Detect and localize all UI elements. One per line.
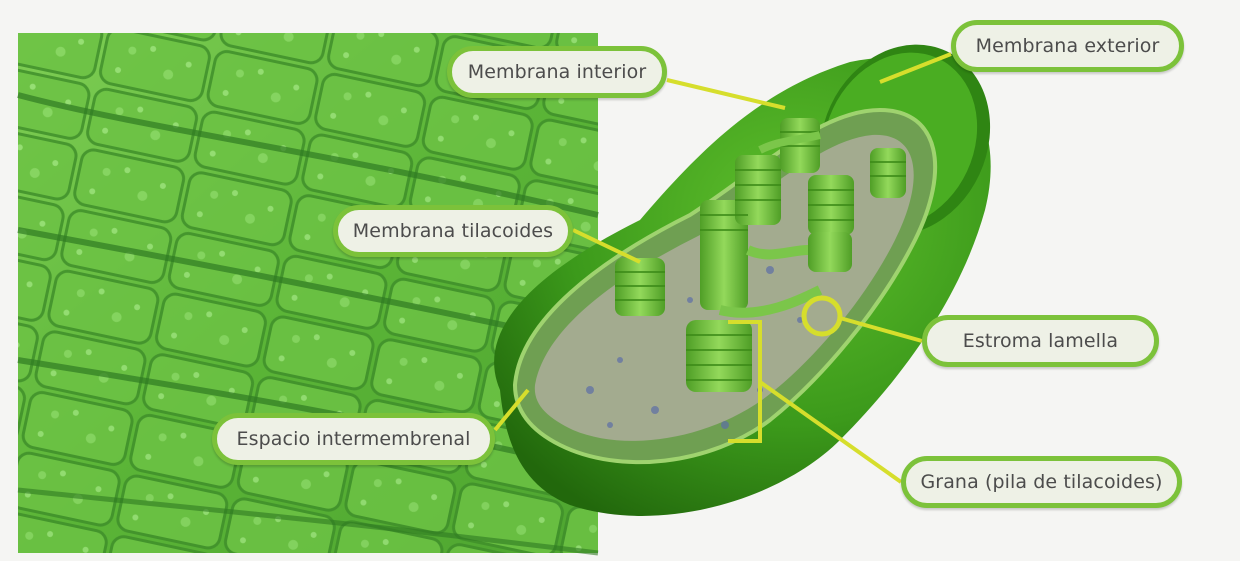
label-estroma-lamella: Estroma lamella: [922, 315, 1159, 367]
label-text: Estroma lamella: [963, 330, 1118, 352]
label-grana: Grana (pila de tilacoides): [901, 456, 1182, 508]
label-text: Grana (pila de tilacoides): [920, 471, 1162, 493]
label-membrana-interior: Membrana interior: [447, 46, 667, 98]
label-text: Membrana exterior: [976, 35, 1160, 57]
label-text: Membrana interior: [468, 61, 647, 83]
label-membrana-exterior: Membrana exterior: [951, 20, 1184, 72]
label-text: Membrana tilacoides: [353, 220, 553, 242]
label-espacio-intermembrenal: Espacio intermembrenal: [212, 413, 495, 465]
label-membrana-tilacoides: Membrana tilacoides: [333, 205, 573, 257]
label-text: Espacio intermembrenal: [237, 428, 471, 450]
leaf-tissue-micrograph: [18, 33, 598, 553]
